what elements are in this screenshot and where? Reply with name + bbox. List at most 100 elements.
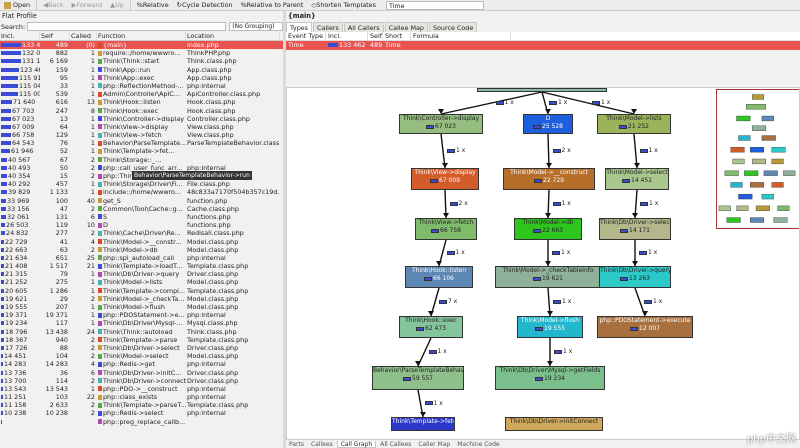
column-header-incl[interactable]: Incl. — [0, 32, 40, 40]
event-row-time[interactable]: Time 133 462 489 Time — [286, 41, 800, 50]
call-graph-node[interactable]: Think\Template->fetch — [391, 417, 455, 431]
call-graph-edge[interactable] — [547, 133, 550, 169]
tab-caller-map[interactable]: Caller Map — [418, 441, 451, 448]
tab-source-code[interactable]: Source Code — [428, 22, 478, 32]
tab-call-graph[interactable]: Call Graph — [336, 441, 377, 448]
tab-all-callers[interactable]: All Callers — [343, 22, 384, 32]
table-row[interactable]: 132 0508821require::/home/wwwro...ThinkP… — [0, 49, 283, 57]
call-graph-minimap[interactable] — [716, 89, 800, 229]
tab-all-callees[interactable]: All Callees — [380, 441, 412, 448]
call-graph-node-main[interactable] — [477, 88, 607, 92]
event-type-select[interactable]: Time — [385, 0, 484, 10]
column-header-event-type[interactable]: Event Type — [286, 32, 326, 40]
table-row[interactable]: php::preg_replace_callb... — [0, 418, 283, 426]
relative-button[interactable]: % Relative — [136, 1, 169, 9]
call-graph-edge[interactable] — [541, 91, 635, 115]
tab-machine-code[interactable]: Machine Code — [457, 441, 500, 448]
column-header-location[interactable]: Location — [186, 32, 280, 40]
call-graph-node[interactable]: Behavior\ParseTemplateBehavior->run59 55… — [372, 366, 464, 390]
cycle-detection-button[interactable]: ↻ Cycle Detection — [176, 1, 233, 9]
forward-button[interactable]: ▶ Forward — [71, 1, 103, 9]
open-button[interactable]: Open — [0, 0, 34, 11]
call-graph-edge[interactable] — [633, 133, 638, 169]
call-graph-node[interactable]: Think\Db\Driver->initConnect — [505, 417, 603, 431]
shorten-templates-button[interactable]: ◇ Shorten Templates — [311, 1, 376, 9]
tab-callers[interactable]: Callers — [313, 22, 343, 32]
call-graph-edge[interactable] — [440, 91, 543, 115]
table-row[interactable]: 115 0065391Admin\Controller\ApiC...ApiCo… — [0, 90, 283, 98]
tab-callee-map[interactable]: Callee Map — [384, 22, 428, 32]
column-header-function[interactable]: Function — [97, 32, 186, 40]
back-button[interactable]: ◀ Back — [43, 1, 64, 9]
table-row[interactable]: 115 040331php::ReflectionMethod-...php:i… — [0, 82, 283, 90]
column-header-short[interactable]: Short — [383, 32, 411, 40]
column-header-event-self[interactable]: Self — [370, 32, 383, 40]
grouping-select[interactable]: (No Grouping) — [229, 22, 283, 31]
column-header-formula[interactable]: Formula — [411, 32, 511, 40]
relative-to-parent-button[interactable]: % Relative to Parent — [240, 1, 304, 9]
table-row[interactable]: 131 1346 1691Think\Think::startThink.cla… — [0, 57, 283, 65]
tab-parts[interactable]: Parts — [289, 441, 304, 448]
column-header-called[interactable]: Called — [70, 32, 97, 40]
call-graph-edge[interactable] — [440, 133, 446, 169]
splitter[interactable] — [283, 11, 286, 448]
column-header-self[interactable]: Self — [40, 32, 70, 40]
tab-types[interactable]: Types — [286, 22, 313, 32]
up-button[interactable]: ▲ Up — [110, 1, 124, 9]
